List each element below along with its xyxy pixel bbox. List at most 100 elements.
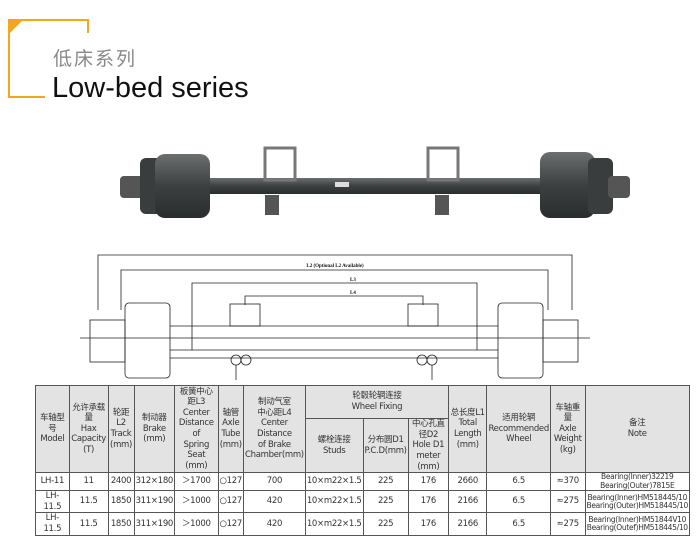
cell-text: Capacity: [71, 434, 106, 445]
cell-text: (mm): [456, 439, 479, 450]
cell-text: 分布圆D1: [367, 434, 404, 445]
cell-text: Axle: [222, 418, 240, 429]
page-title: Low-bed series: [52, 72, 249, 104]
cell-text: Track: [110, 429, 132, 440]
cell-text: 螺栓连接: [317, 434, 351, 445]
title-frame-top: [8, 19, 89, 21]
cell-text: 车轴重量: [555, 402, 581, 424]
table-cell: 11: [68, 472, 109, 492]
cell-text: Note: [627, 429, 647, 440]
table-cell: 225: [362, 512, 409, 536]
table-cell: 2166: [448, 512, 488, 536]
table-cell: ≈275: [549, 512, 586, 536]
cell-text: Recommended: [488, 423, 549, 434]
cell-text: Bearing(Inner)32219: [601, 472, 674, 482]
cell-text: 板簧中心距L3: [179, 386, 213, 408]
table-cell: ○127: [217, 512, 245, 536]
cell-text: Bearing(Outer)7815E: [600, 480, 675, 490]
cell-text: P.C.D(mm): [364, 445, 407, 456]
cell-text: Brake: [142, 423, 166, 434]
table-cell: 176: [407, 512, 450, 536]
cell-text: Center: [182, 407, 210, 418]
title-frame-left: [8, 19, 10, 98]
table-cell: 311×190: [133, 490, 176, 514]
table-cell: LH-11: [35, 472, 70, 492]
table-cell: 2400: [107, 472, 135, 492]
cell-text: Wheel Fixing: [351, 402, 403, 412]
table-cell: 1850: [107, 512, 135, 536]
cell-text: Weight: [553, 434, 582, 445]
table-cell: 311×190: [133, 512, 176, 536]
cell-text: 制动器: [142, 413, 167, 424]
table-cell: 11.5: [68, 512, 109, 536]
cell-text: 轴管: [222, 407, 240, 418]
title-corner-triangle: [8, 19, 24, 35]
table-cell: ＞1000: [174, 490, 219, 514]
table-cell: 6.5: [486, 512, 551, 536]
cell-text: Total Length: [453, 418, 482, 440]
cell-text: (mm): [143, 434, 166, 445]
table-cell: ＞1700: [174, 472, 219, 492]
table-cell: 6.5: [486, 472, 551, 492]
table-cell: 420: [243, 512, 306, 536]
cell-text: (mm): [219, 439, 242, 450]
cell-text: Bearing(Outer)HM518445/10: [586, 500, 689, 510]
table-cell: 2166: [448, 490, 488, 514]
cell-text: of Brake: [257, 439, 291, 450]
l3-label: L3: [350, 278, 356, 283]
cell-text: Spring Seat: [183, 439, 210, 461]
cell-text: Center Distance: [257, 418, 292, 440]
cell-text: 制动气室: [258, 397, 291, 408]
cell-text: (kg): [559, 445, 576, 455]
axle-dimension-drawing: L2 (Optional L2 Available) L3 L4: [80, 254, 590, 380]
table-cell: 2660: [448, 472, 488, 492]
table-cell: 225: [362, 472, 409, 492]
title-frame-right: [87, 19, 89, 33]
cell-text: Hax: [80, 423, 97, 434]
table-cell: 10×m22×1.5: [304, 490, 364, 514]
cell-text: 适用轮辋: [502, 413, 536, 424]
cell-text: Bearing(Inner)HM518445/10: [587, 492, 688, 502]
cell-text: 允许承载量: [72, 402, 105, 424]
table-cell: 312×180: [133, 472, 176, 492]
cell-text: Tube: [221, 429, 241, 440]
cell-text: 轮距L2: [112, 407, 130, 429]
cell-text: 总长度L1: [450, 407, 485, 418]
table-cell: ○127: [217, 490, 245, 514]
table-cell: 225: [362, 490, 409, 514]
chinese-title: 低床系列: [53, 48, 138, 70]
cell-text: (mm): [110, 439, 133, 450]
l4-label: L4: [350, 291, 356, 296]
table-cell: 420: [243, 490, 306, 514]
cell-text: Model: [40, 434, 65, 445]
cell-text: 中心孔直径D2: [411, 419, 445, 440]
cell-text: Studs: [322, 445, 346, 456]
table-cell: LH-11.5: [35, 512, 70, 536]
table-cell: 700: [243, 472, 306, 492]
table-cell: ＞1000: [174, 512, 219, 536]
cell-text: 备注: [629, 418, 646, 429]
table-cell: 10×m22×1.5: [304, 512, 364, 536]
table-cell: 1850: [107, 490, 135, 514]
cell-text: 轮毂轮辋连接: [352, 391, 402, 402]
table-cell: 176: [407, 472, 450, 492]
cell-text: Hole D1 meter: [412, 440, 445, 461]
cell-text: (T): [83, 445, 95, 455]
